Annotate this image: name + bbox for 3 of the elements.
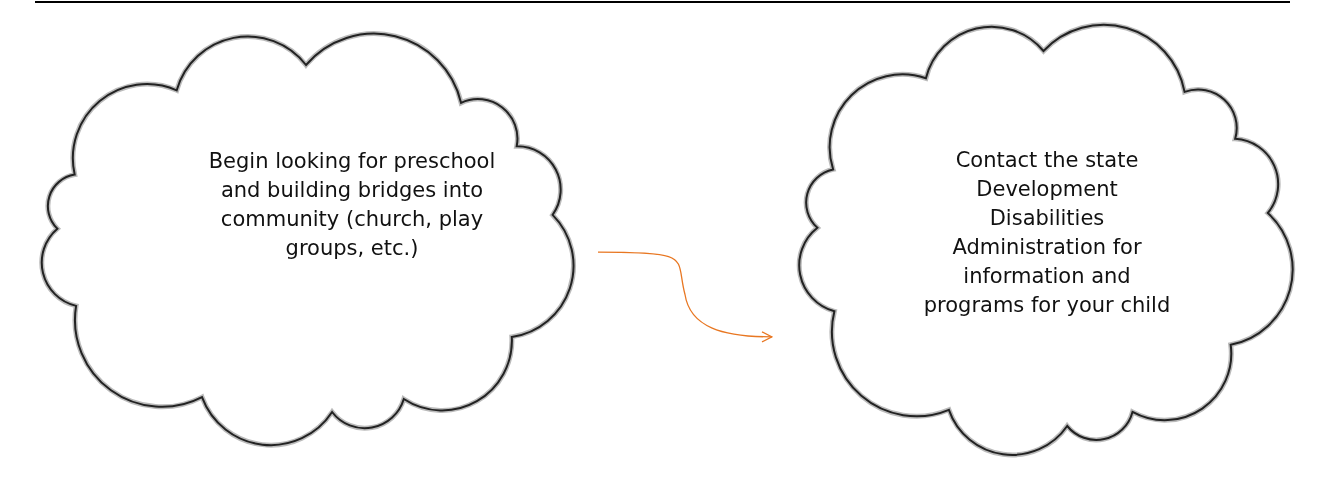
cloud-text: Contact the state Development Disabilities Administration for information and programs for your child — [922, 147, 1172, 319]
arrow — [597, 251, 773, 343]
cloud-text: Begin looking for preschool and building bridges into community (church, play groups, etc.) — [207, 148, 497, 262]
